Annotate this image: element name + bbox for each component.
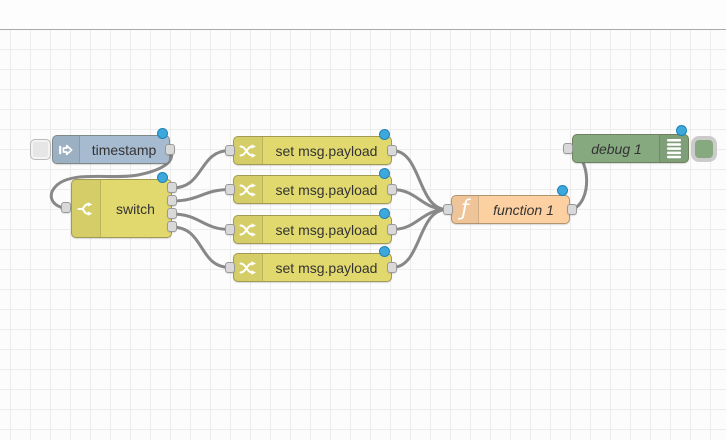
changed-indicator [379,246,390,257]
node-change-4[interactable]: set msg.payload [233,253,392,282]
changed-indicator [379,208,390,219]
fork-icon [72,180,101,237]
shuffle-icon [234,254,263,281]
changed-indicator [157,128,168,139]
node-label: set msg.payload [275,259,378,276]
wire-inject-to-switch[interactable] [49,148,173,210]
shuffle-icon [234,137,263,164]
debug-output-icon [659,135,688,162]
inject-trigger-button[interactable] [30,139,51,160]
wire-change4-to-function[interactable] [390,208,449,269]
function-icon: ƒ [452,196,479,223]
node-label: function 1 [493,201,554,218]
change1-output-port[interactable] [387,145,397,156]
debug-toggle-button[interactable] [691,136,717,162]
changed-indicator [157,172,168,183]
wire-switch4-to-change4[interactable] [170,225,232,269]
switch-output-port-3[interactable] [167,208,177,219]
node-label: timestamp [91,141,157,158]
node-change-3[interactable]: set msg.payload [233,215,392,244]
changed-indicator [379,129,390,140]
node-label: switch [116,200,155,217]
changed-indicator [557,185,568,196]
wire-switch3-to-change3[interactable] [170,212,232,231]
function-output-port[interactable] [567,204,577,215]
change2-output-port[interactable] [387,184,397,195]
switch-output-port-1[interactable] [167,182,177,193]
change4-output-port[interactable] [387,262,397,273]
change1-input-port[interactable] [225,145,235,156]
change2-input-port[interactable] [225,184,235,195]
change3-input-port[interactable] [225,224,235,235]
node-label: debug 1 [591,140,642,157]
switch-output-port-2[interactable] [167,195,177,206]
node-change-2[interactable]: set msg.payload [233,175,392,204]
node-change-1[interactable]: set msg.payload [233,136,392,165]
header-bar [0,0,726,30]
changed-indicator [379,168,390,179]
inject-output-port[interactable] [165,144,175,155]
switch-input-port[interactable] [61,202,71,213]
debug-input-port[interactable] [563,143,573,154]
shuffle-icon [234,216,263,243]
node-label: set msg.payload [275,142,378,159]
shuffle-icon [234,176,263,203]
node-label: set msg.payload [275,181,378,198]
change4-input-port[interactable] [225,262,235,273]
node-switch[interactable]: switch [71,179,172,238]
node-debug-1[interactable]: debug 1 [572,134,689,163]
change3-output-port[interactable] [387,224,397,235]
node-function-1[interactable]: ƒ function 1 [451,195,570,224]
node-label: set msg.payload [275,221,378,238]
function-input-port[interactable] [443,204,453,215]
switch-output-port-4[interactable] [167,221,177,232]
node-inject-timestamp[interactable]: timestamp [52,135,170,164]
inject-arrow-icon [53,136,80,163]
changed-indicator [676,125,687,136]
wire-switch1-to-change1[interactable] [170,149,232,190]
wire-switch2-to-change2[interactable] [170,188,232,203]
